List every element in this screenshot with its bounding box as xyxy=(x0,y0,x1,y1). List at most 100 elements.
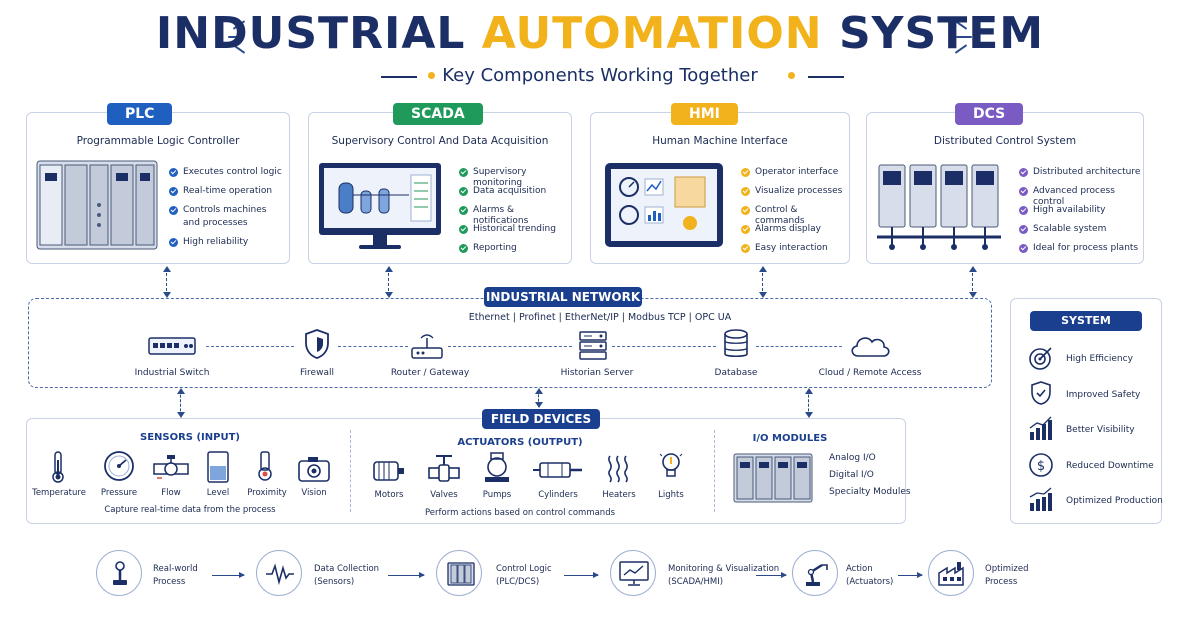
feature-item: Executes control logic xyxy=(183,167,282,177)
proximity-sensor-icon xyxy=(258,451,272,481)
check-icon xyxy=(459,225,468,234)
panel-scada: SCADA Supervisory Control And Data Acqui… xyxy=(308,103,572,264)
network-link xyxy=(756,346,842,347)
cloud-icon xyxy=(851,337,890,357)
io-module-item: Specialty Modules xyxy=(829,487,911,497)
actuators-title: ACTUATORS (OUTPUT) xyxy=(457,437,583,448)
robot-arm-icon xyxy=(113,561,127,585)
network-title: INDUSTRIAL NETWORK xyxy=(484,287,642,307)
network-node-label: Industrial Switch xyxy=(134,368,210,378)
network-node-label: Cloud / Remote Access xyxy=(818,368,922,378)
flow-arrow xyxy=(898,572,923,578)
switch-icon xyxy=(148,337,196,355)
feature-item: Visualize processes xyxy=(755,186,843,196)
connector-network-field xyxy=(534,388,543,408)
tag-dcs: DCS xyxy=(955,103,1024,125)
server-icon xyxy=(579,331,607,360)
feature-item: Advanced process control xyxy=(1033,186,1115,207)
tag-hmi: HMI xyxy=(671,103,738,125)
panel-plc: PLC Programmable Logic Controller Execut… xyxy=(26,103,290,264)
sensor-label: Flow xyxy=(161,488,181,498)
shield-check-icon xyxy=(1031,381,1051,405)
pump-icon xyxy=(485,452,509,482)
level-sensor-icon xyxy=(207,451,229,483)
robot-arm-icon xyxy=(806,563,828,586)
network-link xyxy=(338,346,408,347)
flow-step-circle xyxy=(436,550,482,596)
panel-hmi: HMI Human Machine Interface Operator int… xyxy=(590,103,850,264)
connector-scada-network xyxy=(384,266,393,298)
actuator-label: Lights xyxy=(658,490,684,500)
database-icon xyxy=(724,329,748,358)
feature-item: Reporting xyxy=(473,243,517,253)
check-icon xyxy=(1019,225,1028,234)
valve-icon xyxy=(428,455,460,482)
check-icon xyxy=(169,238,178,247)
io-module-item: Analog I/O xyxy=(829,453,876,463)
connector-plc-network xyxy=(162,266,171,298)
feature-item: Operator interface xyxy=(755,167,839,177)
network-node-label: Database xyxy=(714,368,758,378)
actuator-label: Valves xyxy=(430,490,458,500)
check-icon xyxy=(169,187,178,196)
sensors-caption: Capture real-time data from the process xyxy=(104,505,276,515)
flow-arrow xyxy=(388,572,425,578)
flow-meter-icon xyxy=(153,455,189,479)
flow-step-circle xyxy=(96,550,142,596)
sensor-label: Level xyxy=(206,488,230,498)
benefits-title: SYSTEM BENEFITS xyxy=(1030,311,1142,347)
panel-dcs: DCS Distributed Control System Distribut… xyxy=(866,103,1144,264)
check-icon xyxy=(1019,244,1028,253)
network-node-label: Firewall xyxy=(300,368,334,378)
network-node-label: Historian Server xyxy=(560,368,634,378)
controller-icon xyxy=(447,562,475,586)
tag-plc: PLC xyxy=(107,103,173,125)
network-link xyxy=(448,346,572,347)
bar-chart-icon xyxy=(1029,416,1052,440)
feature-item: Scalable system xyxy=(1033,224,1107,234)
tag-scada: SCADA xyxy=(393,103,483,125)
flow-step-label: Data Collection(Sensors) xyxy=(314,564,380,587)
feature-item: Controls machines xyxy=(183,205,267,215)
sensor-label: Temperature xyxy=(32,488,86,498)
benefit-item: Improved Safety xyxy=(1066,390,1141,400)
motor-icon xyxy=(373,461,404,481)
network-link xyxy=(206,346,294,347)
flow-step-circle xyxy=(610,550,656,596)
connector-network-sensors xyxy=(176,388,185,418)
network-node-label: Router / Gateway xyxy=(390,368,470,378)
flow-step-label: Monitoring & Visualization(SCADA/HMI) xyxy=(668,564,780,587)
svg-text:$: $ xyxy=(1037,459,1045,474)
field-devices-box xyxy=(26,418,906,524)
io-modules-title: I/O MODULES xyxy=(752,433,828,444)
feature-item: Historical trending xyxy=(473,224,556,234)
io-modules-icon xyxy=(733,453,813,503)
flow-step-label: Control Logic(PLC/DCS) xyxy=(496,564,552,587)
pressure-gauge-icon xyxy=(104,451,134,481)
flow-step-circle xyxy=(928,550,974,596)
check-icon xyxy=(1019,206,1028,215)
actuator-label: Motors xyxy=(374,490,404,500)
flow-step-circle xyxy=(256,550,302,596)
field-devices-title: FIELD DEVICES xyxy=(482,409,600,429)
connector-network-io xyxy=(804,388,813,418)
feature-item: Supervisory monitoring xyxy=(473,167,527,188)
actuators-caption: Perform actions based on control command… xyxy=(424,508,616,518)
feature-item: Real-time operation xyxy=(183,186,273,196)
panel-subtitle: Supervisory Control And Data Acquisition xyxy=(331,135,549,147)
dollar-icon: $ xyxy=(1029,453,1053,477)
feature-item: and processes xyxy=(183,218,248,228)
hmi-panel-icon xyxy=(605,163,723,247)
dcs-cabinets-icon xyxy=(877,164,1001,250)
camera-icon xyxy=(298,457,330,482)
check-icon xyxy=(459,187,468,196)
actuator-label: Pumps xyxy=(482,490,512,500)
check-icon xyxy=(1019,168,1028,177)
check-icon xyxy=(741,206,750,215)
decor-spark xyxy=(956,36,972,38)
check-icon xyxy=(459,244,468,253)
sensor-label: Pressure xyxy=(100,488,138,498)
check-icon xyxy=(741,187,750,196)
section-divider xyxy=(350,430,351,512)
